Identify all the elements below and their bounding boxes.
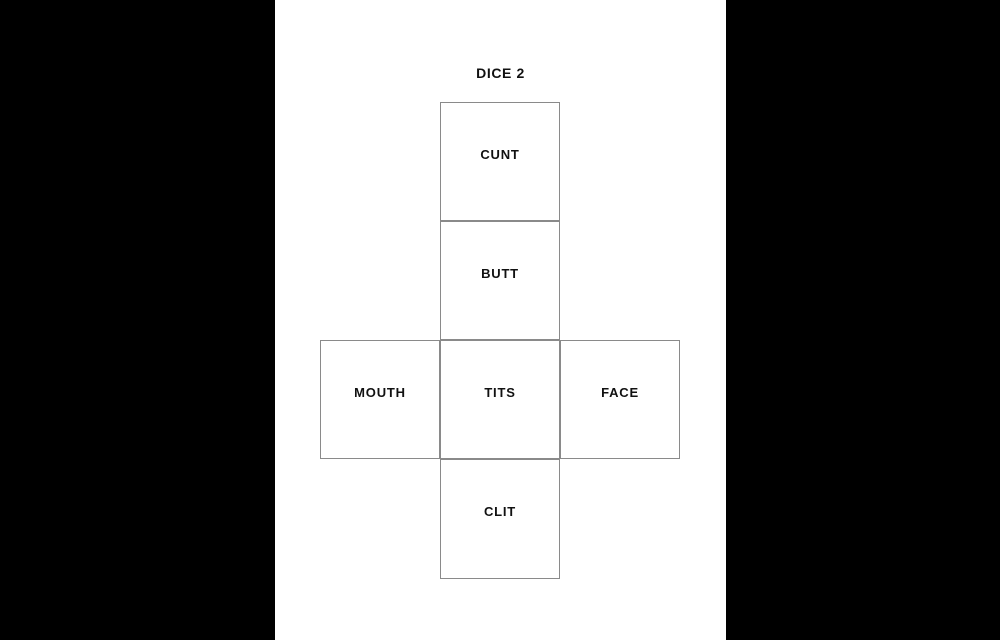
net-face-butt[interactable]: BUTT (440, 221, 560, 340)
page-title: DICE 2 (476, 65, 525, 81)
net-face-clit[interactable]: CLIT (440, 459, 560, 579)
net-face-tits[interactable]: TITS (440, 340, 560, 459)
paper-panel: DICE 2 CUNT BUTT TITS CLIT MOUTH FACE (275, 0, 726, 640)
cube-net-diagram: CUNT BUTT TITS CLIT MOUTH FACE (275, 0, 726, 640)
net-face-label: FACE (601, 385, 639, 400)
net-face-label: CUNT (480, 147, 520, 162)
net-face-mouth[interactable]: MOUTH (320, 340, 440, 459)
net-face-label: CLIT (483, 504, 517, 519)
net-face-label: BUTT (481, 266, 519, 281)
net-face-face[interactable]: FACE (560, 340, 680, 459)
net-face-label: MOUTH (354, 385, 406, 400)
net-face-cunt[interactable]: CUNT (440, 102, 560, 221)
net-face-label: TITS (484, 385, 516, 400)
